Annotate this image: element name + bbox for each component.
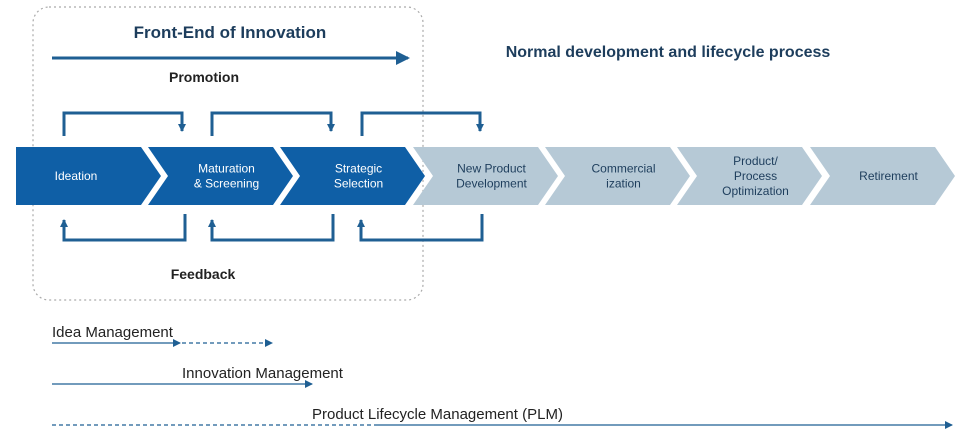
promotion-bracket-3 <box>360 111 484 136</box>
process-step-label: & Screening <box>194 177 259 191</box>
process-step-chevron <box>16 147 161 205</box>
process-step-label: Development <box>456 177 527 191</box>
feedback-bracket-3 <box>357 214 484 242</box>
process-step-label: Process <box>734 169 777 183</box>
process-step-7: Retirement <box>810 147 955 205</box>
innovation-management-label: Innovation Management <box>182 365 344 382</box>
process-step-label: Optimization <box>722 184 789 198</box>
feedback-bracket-2 <box>208 214 335 242</box>
promotion-brackets <box>62 111 484 136</box>
process-step-chevron <box>280 147 425 205</box>
process-step-label: Ideation <box>55 169 98 183</box>
promotion-label: Promotion <box>169 69 239 85</box>
promotion-bracket-1 <box>62 111 186 136</box>
feedback-brackets <box>60 214 484 242</box>
fei-title: Front-End of Innovation <box>134 23 327 42</box>
process-step-chevron <box>545 147 690 205</box>
management-timelines: Idea Management Innovation Management Pr… <box>52 324 953 429</box>
feedback-label: Feedback <box>171 266 236 282</box>
process-step-label: New Product <box>457 162 526 176</box>
process-step-label: Maturation <box>198 162 255 176</box>
process-step-chevron <box>810 147 955 205</box>
feedback-bracket-1 <box>60 214 187 242</box>
normal-process-title: Normal development and lifecycle process <box>506 44 831 61</box>
process-step-1: Ideation <box>16 147 161 205</box>
process-step-label: Selection <box>334 177 383 191</box>
process-step-label: Product/ <box>733 154 778 168</box>
process-step-chevron <box>413 147 558 205</box>
process-step-label: Strategic <box>335 162 382 176</box>
idea-management-label: Idea Management <box>52 324 174 341</box>
plm-label: Product Lifecycle Management (PLM) <box>312 406 563 423</box>
process-step-label: Retirement <box>859 169 918 183</box>
process-step-label: ization <box>606 177 641 191</box>
process-step-chevron <box>677 147 822 205</box>
process-step-label: Commercial <box>591 162 655 176</box>
process-step-chevron <box>148 147 293 205</box>
process-step-2: Maturation& Screening <box>148 147 293 205</box>
promotion-bracket-2 <box>210 111 335 136</box>
